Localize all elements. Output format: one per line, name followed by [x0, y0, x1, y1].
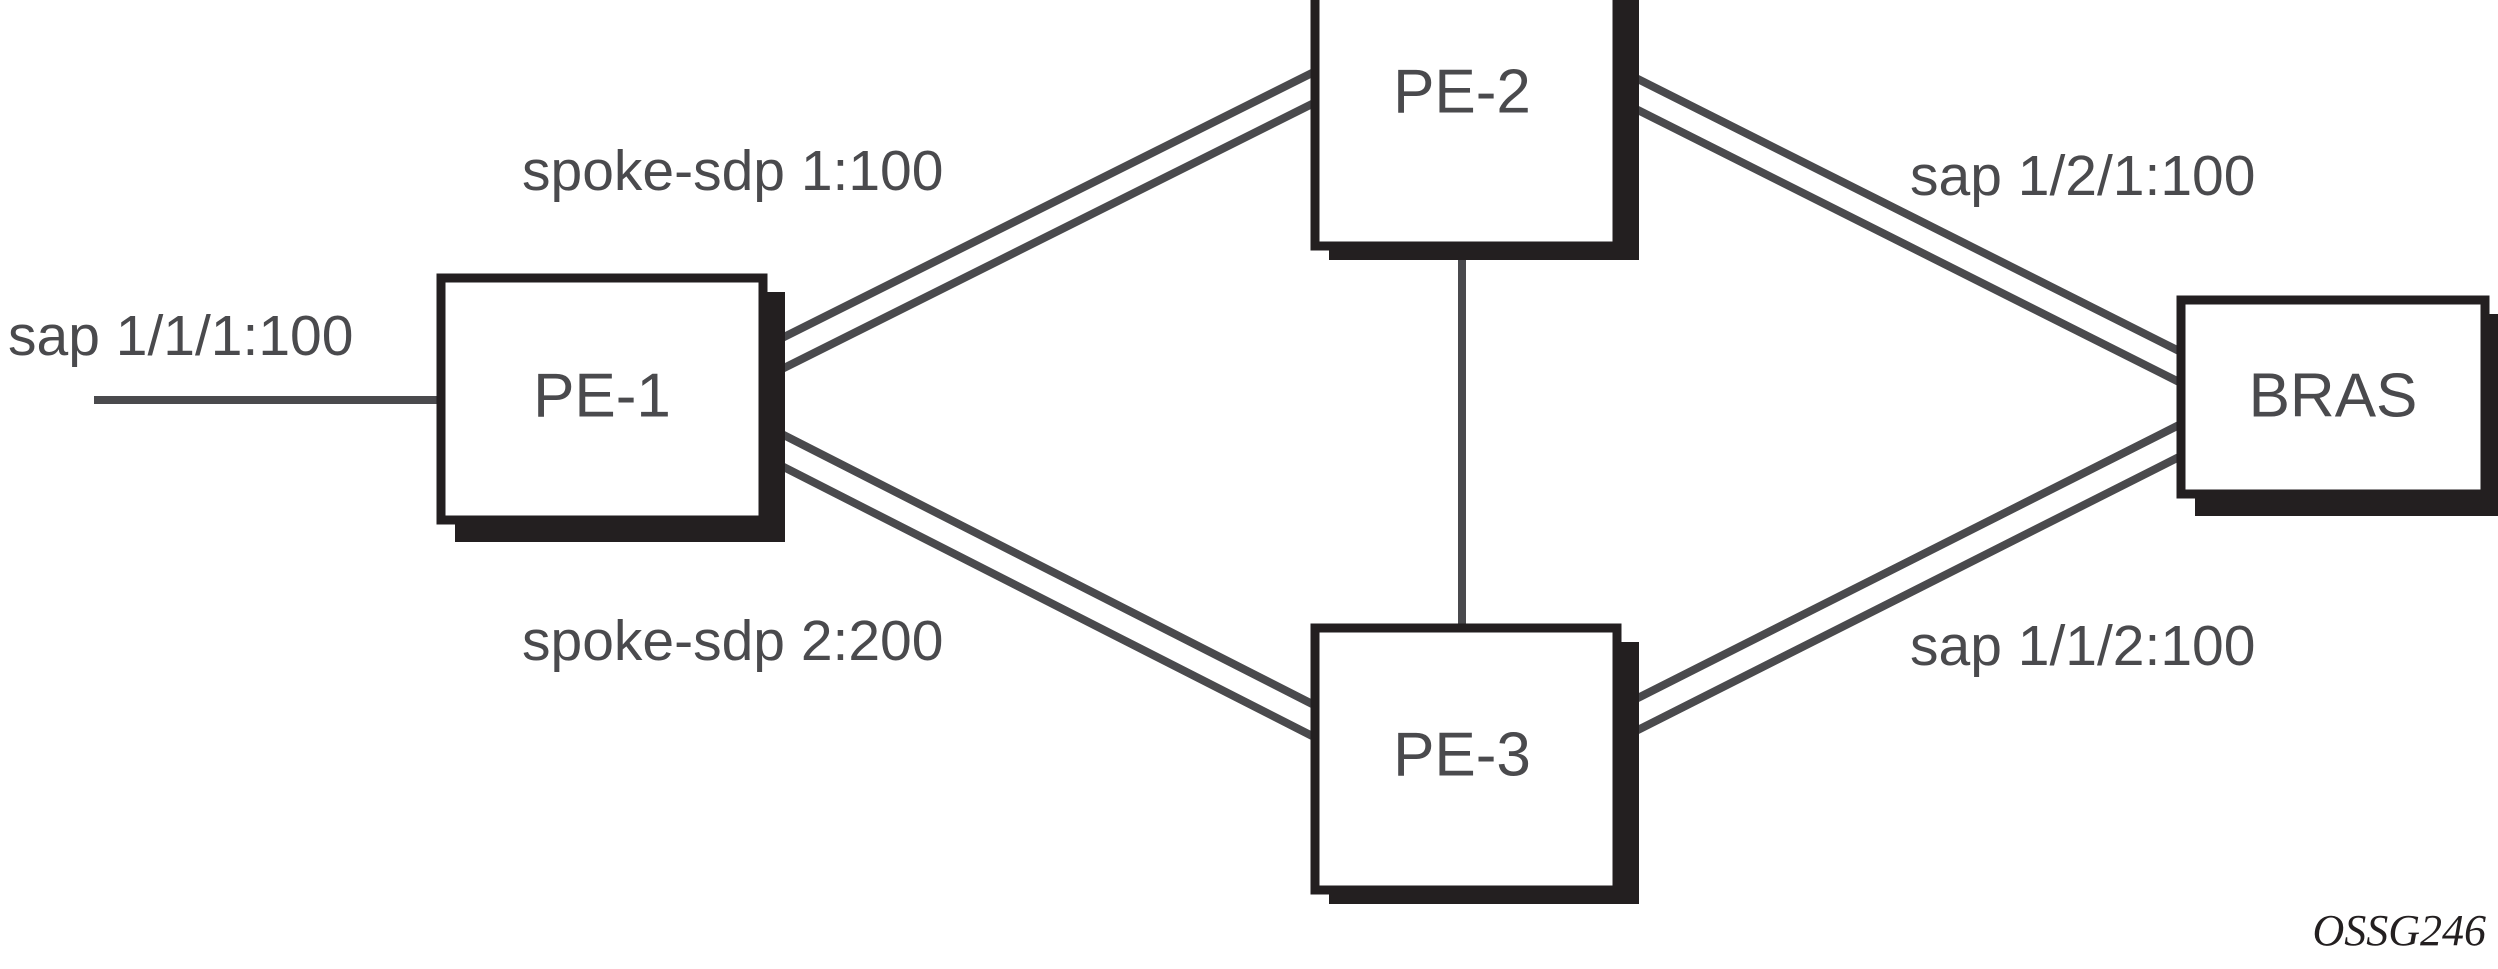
node-pe1-label: PE-1	[533, 361, 671, 430]
link-pe1-pe3	[760, 420, 1324, 745]
node-bras-label: BRAS	[2249, 361, 2418, 430]
node-bras-box[interactable]	[2176, 295, 2490, 499]
node-pe3-box[interactable]	[1310, 623, 1622, 895]
link-pe1-pe2	[760, 64, 1324, 383]
label-sap-1-2-1: sap 1/2/1:100	[1910, 144, 2255, 208]
label-spoke-sdp-1-100: spoke-sdp 1:100	[522, 139, 943, 203]
node-pe2[interactable]: PE-2	[1310, 0, 1639, 260]
node-pe2-box[interactable]	[1310, 0, 1622, 251]
figure-id-label: OSSG246	[2312, 906, 2486, 955]
pe1-pe2-line-b	[760, 95, 1324, 383]
node-pe2-label: PE-2	[1393, 57, 1531, 126]
pe3-bras-line-a	[1614, 420, 2183, 713]
pe1-pe3-line-b	[760, 452, 1324, 745]
node-pe3[interactable]: PE-3	[1310, 623, 1639, 904]
link-pe2-bras	[1614, 64, 2183, 387]
pe1-pe3-line-a	[760, 420, 1324, 713]
node-pe3-label: PE-3	[1393, 720, 1531, 789]
pe2-bras-line-a	[1614, 64, 2183, 356]
label-sap-1-1-1: sap 1/1/1:100	[8, 304, 353, 368]
pe3-bras-line-b	[1614, 452, 2183, 745]
label-sap-1-1-2: sap 1/1/2:100	[1910, 614, 2255, 678]
pe1-pe2-line-a	[760, 64, 1324, 352]
node-bras[interactable]: BRAS	[2176, 295, 2498, 516]
pe2-bras-line-b	[1614, 95, 2183, 387]
node-pe1-box[interactable]	[436, 273, 768, 525]
node-pe1[interactable]: PE-1	[436, 273, 785, 542]
link-pe3-bras	[1614, 420, 2183, 745]
label-spoke-sdp-2-200: spoke-sdp 2:200	[522, 609, 943, 673]
